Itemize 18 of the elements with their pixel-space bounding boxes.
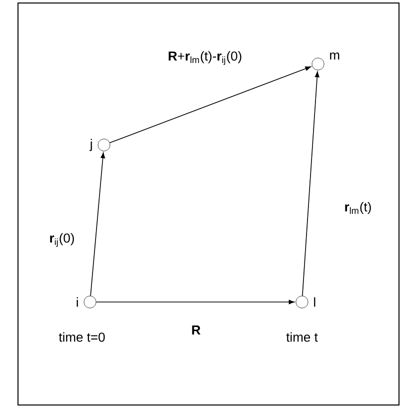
circle bbox=[312, 58, 324, 70]
arrow bbox=[96, 300, 294, 304]
node-label: i bbox=[76, 297, 78, 307]
node-label: time t bbox=[286, 332, 318, 342]
arrow bbox=[109, 66, 311, 144]
circle bbox=[98, 138, 110, 152]
edge-label: R+r$_{lm}$(t)-r$_{ij}$(0) bbox=[166, 50, 244, 66]
node-label: m bbox=[330, 52, 340, 60]
node-label: l bbox=[314, 297, 316, 307]
edge-label: R bbox=[190, 324, 202, 336]
node-label: time t=0 bbox=[58, 332, 105, 342]
edge-label: r$_{ij}$(0) bbox=[48, 232, 76, 248]
node-label: j bbox=[90, 138, 92, 152]
circle bbox=[296, 296, 308, 308]
circle bbox=[84, 296, 96, 308]
edge-label: r$_{lm}$(t) bbox=[343, 200, 373, 216]
arrow bbox=[302, 72, 320, 296]
arrow bbox=[90, 152, 106, 296]
